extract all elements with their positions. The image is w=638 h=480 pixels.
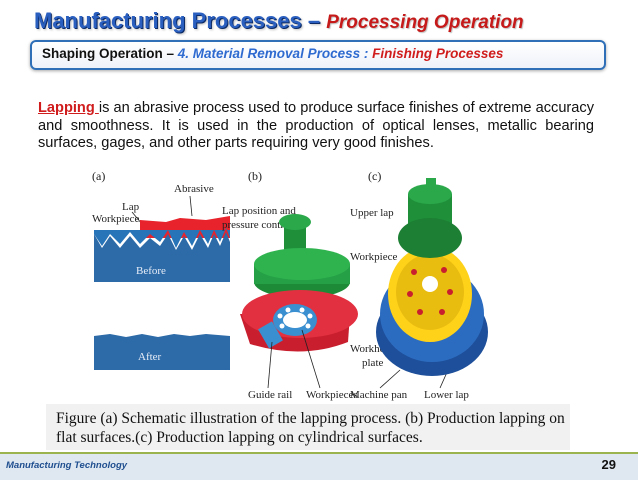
- slide-title: Manufacturing Processes – Processing Ope…: [34, 8, 524, 34]
- banner-text: Shaping Operation – 4. Material Removal …: [42, 46, 503, 61]
- label-after: After: [138, 351, 162, 363]
- label-upper-lap: Upper lap: [350, 207, 394, 219]
- banner-lead: Shaping Operation –: [42, 46, 178, 61]
- label-lap: Lap: [122, 201, 140, 213]
- label-workpieces: Workpieces: [306, 389, 358, 401]
- banner-end: Finishing Processes: [372, 46, 504, 61]
- lapping-keyword: Lapping: [38, 100, 99, 116]
- label-c: (c): [368, 169, 381, 183]
- lapping-description: is an abrasive process used to produce s…: [38, 100, 594, 151]
- figure-caption: Figure (a) Schematic illustration of the…: [46, 404, 570, 450]
- lapping-figure: (a) Lap Abrasive Workpiece Before After …: [80, 164, 492, 408]
- label-lap-position-2: pressure control: [222, 219, 293, 231]
- label-abrasive: Abrasive: [174, 183, 214, 195]
- label-workpiece-c: Workpiece: [350, 251, 397, 263]
- section-banner: Shaping Operation – 4. Material Removal …: [30, 40, 606, 70]
- banner-mid: 4. Material Removal Process :: [177, 46, 373, 61]
- green-upper-disk: [254, 248, 350, 280]
- slide-title-main: Manufacturing Processes –: [34, 8, 327, 33]
- slide-title-sub: Processing Operation: [326, 12, 524, 33]
- lapping-paragraph: Lapping is an abrasive process used to p…: [38, 100, 594, 153]
- label-machine-pan: Machine pan: [350, 389, 408, 401]
- caption-line-2: flat surfaces.(c) Production lapping on …: [56, 429, 423, 446]
- caption-line-1: Figure (a) Schematic illustration of the…: [56, 410, 565, 427]
- label-lower-lap: Lower lap: [424, 389, 469, 401]
- footer-text: Manufacturing Technology: [6, 460, 128, 471]
- label-lap-position-1: Lap position and: [222, 205, 296, 217]
- workpiece-before: [94, 232, 230, 282]
- page-number: 29: [601, 457, 616, 472]
- label-workpiece-a: Workpiece: [92, 213, 139, 225]
- label-workholding-2: plate: [362, 357, 383, 369]
- label-before: Before: [136, 265, 166, 277]
- upper-lap: [398, 218, 462, 258]
- footer-bar: Manufacturing Technology 29: [0, 452, 638, 480]
- label-b: (b): [248, 169, 262, 183]
- workpiece-after: [94, 334, 230, 370]
- label-guide-rail: Guide rail: [248, 389, 292, 401]
- label-a: (a): [92, 169, 105, 183]
